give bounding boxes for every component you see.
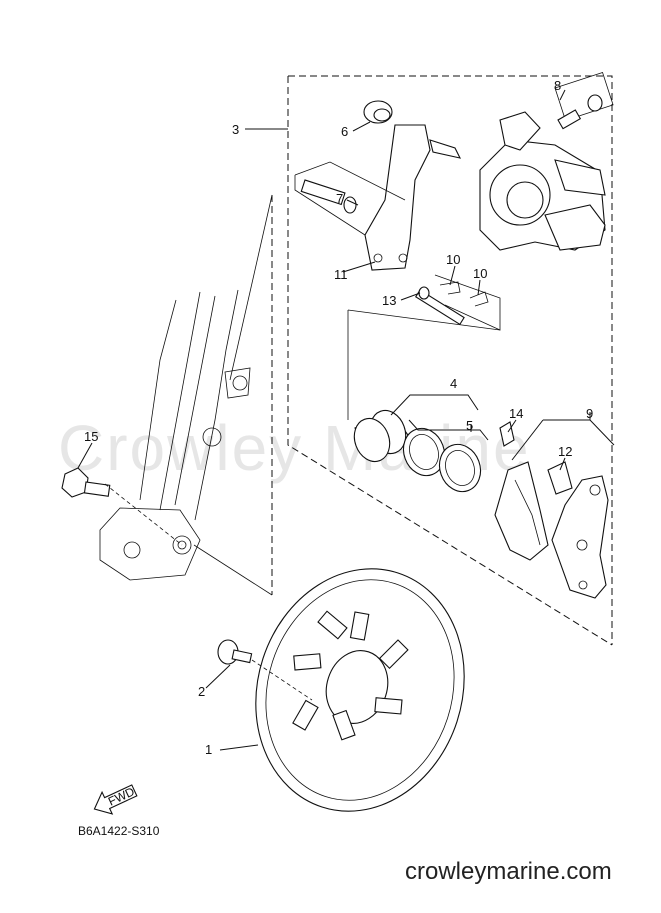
fork-leg — [99, 289, 251, 581]
callout-10a: 10 — [446, 252, 460, 267]
callout-5: 5 — [466, 418, 473, 433]
rubber-bushing — [363, 100, 393, 124]
diagram-code: B6A1422-S310 — [78, 824, 160, 838]
brake-disc — [251, 568, 465, 812]
callout-9: 9 — [586, 406, 593, 421]
callout-1: 1 — [205, 742, 212, 757]
callout-8: 8 — [554, 78, 561, 93]
assembly-boundary — [271, 75, 613, 646]
bleed-screw — [554, 72, 614, 130]
pad-pin-assembly — [415, 274, 501, 331]
callout-10b: 10 — [473, 266, 487, 281]
callout-15: 15 — [84, 429, 98, 444]
caliper-body — [479, 111, 606, 251]
callout-13: 13 — [382, 293, 396, 308]
fwd-label: FWD — [106, 784, 137, 808]
caliper-bracket — [364, 124, 462, 271]
slide-pin — [294, 161, 406, 236]
leader-lines — [77, 89, 615, 751]
brake-pads — [494, 461, 609, 599]
callout-14: 14 — [509, 406, 523, 421]
callout-3: 3 — [232, 122, 239, 137]
callout-7: 7 — [336, 191, 343, 206]
callout-labels: 1 2 3 4 5 6 7 8 9 10 10 11 12 13 14 15 — [84, 78, 593, 757]
callout-4: 4 — [450, 376, 457, 391]
footer-url: crowleymarine.com — [405, 858, 612, 885]
disc-bolt — [217, 639, 253, 665]
fwd-arrow-icon: FWD — [93, 784, 138, 815]
callout-2: 2 — [198, 684, 205, 699]
projection-lines — [193, 194, 273, 596]
axle-bolt — [61, 467, 183, 546]
piston-and-seals — [347, 309, 501, 493]
callout-12: 12 — [558, 444, 572, 459]
callout-11: 11 — [334, 267, 348, 282]
callout-6: 6 — [341, 124, 348, 139]
